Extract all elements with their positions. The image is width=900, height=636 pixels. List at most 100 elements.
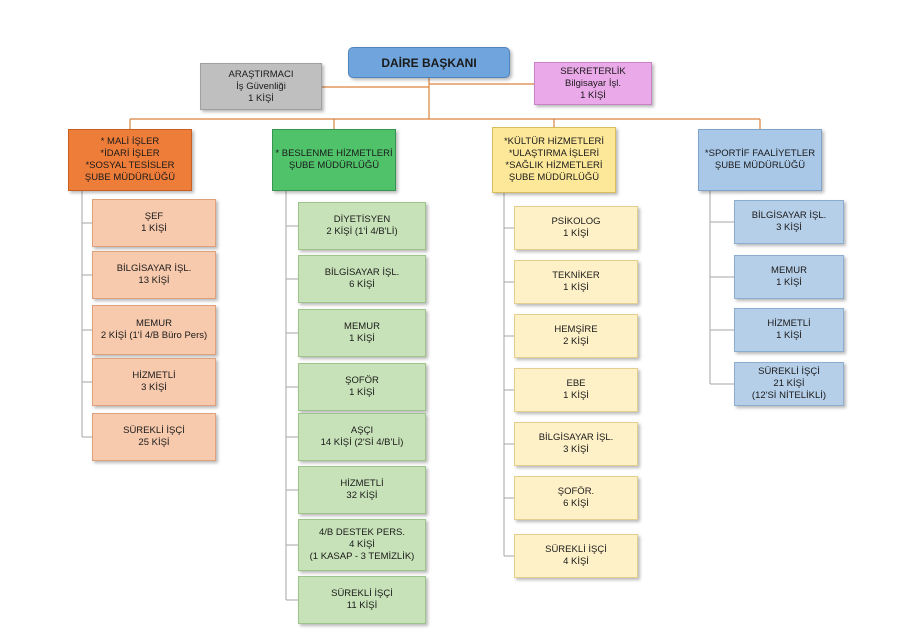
unit-count: 4 KİŞİ	[563, 556, 589, 567]
researcher-box: ARAŞTIRMACI İş Güvenliği 1 KİŞİ	[200, 63, 322, 110]
unit-count: 4 KİŞİ	[349, 539, 375, 550]
unit-box: 4/B DESTEK PERS. 4 KİŞİ (1 KASAP - 3 TEM…	[298, 519, 426, 571]
researcher-count: 1 KİŞİ	[248, 92, 274, 104]
researcher-role: İş Güvenliği	[236, 80, 286, 92]
unit-title: SÜREKLİ İŞÇİ	[123, 425, 185, 436]
unit-title: SÜREKLİ İŞÇİ	[758, 366, 820, 377]
unit-title: BİLGİSAYAR İŞL.	[751, 210, 827, 221]
unit-title: PSİKOLOG	[551, 216, 601, 227]
unit-title: MEMUR	[344, 321, 380, 332]
unit-note: (1 KASAP - 3 TEMİZLİK)	[309, 551, 415, 562]
unit-count: 2 KİŞİ (1'İ 4/B'Lİ)	[326, 226, 398, 237]
unit-title: SÜREKLİ İŞÇİ	[331, 588, 393, 599]
unit-count: 3 KİŞİ	[776, 222, 802, 233]
unit-title: AŞÇI	[350, 425, 374, 436]
dept-head-line: ŞUBE MÜDÜRLÜĞÜ	[508, 172, 600, 183]
unit-title: HİZMETLİ	[132, 370, 176, 381]
dept-head-line: * MALİ İŞLER	[100, 136, 160, 147]
unit-title: BİLGİSAYAR İŞL.	[538, 432, 614, 443]
dept-head-line: ŞUBE MÜDÜRLÜĞÜ	[84, 172, 176, 183]
unit-box: BİLGİSAYAR İŞL. 3 KİŞİ	[514, 422, 638, 466]
unit-title: HİZMETLİ	[340, 478, 384, 489]
unit-note: (12'Sİ NİTELİKLİ)	[751, 390, 827, 401]
dept-head-line: *İDARİ İŞLER	[100, 148, 160, 159]
unit-count: 1 KİŞİ	[349, 387, 375, 398]
unit-box: HİZMETLİ 32 KİŞİ	[298, 466, 426, 514]
unit-box: HİZMETLİ 1 KİŞİ	[734, 308, 844, 352]
unit-count: 21 KİŞİ	[773, 378, 805, 389]
secretary-role: Bilgisayar İşl.	[565, 77, 621, 89]
unit-title: BİLGİSAYAR İŞL.	[116, 263, 192, 274]
dept-head-line: * BESLENME HİZMETLERİ	[275, 148, 393, 159]
unit-count: 1 KİŞİ	[563, 282, 589, 293]
dept-nutrition-head: * BESLENME HİZMETLERİ ŞUBE MÜDÜRLÜĞÜ	[272, 129, 396, 191]
unit-box: SÜREKLİ İŞÇİ 11 KİŞİ	[298, 576, 426, 624]
unit-count: 13 KİŞİ	[138, 275, 170, 286]
unit-count: 32 KİŞİ	[346, 490, 378, 501]
dept-culture-transport-health-head: *KÜLTÜR HİZMETLERİ *ULAŞTIRMA İŞLERİ *SA…	[492, 127, 616, 193]
unit-count: 1 KİŞİ	[776, 277, 802, 288]
unit-title: HİZMETLİ	[767, 318, 811, 329]
researcher-title: ARAŞTIRMACI	[228, 68, 294, 80]
department-head-box: DAİRE BAŞKANI	[348, 47, 510, 78]
unit-box: ŞOFÖR. 6 KİŞİ	[514, 476, 638, 520]
unit-count: 25 KİŞİ	[138, 437, 170, 448]
unit-box: MEMUR 1 KİŞİ	[298, 309, 426, 357]
unit-title: MEMUR	[136, 318, 172, 329]
unit-count: 3 KİŞİ	[141, 382, 167, 393]
unit-count: 2 KİŞİ	[563, 336, 589, 347]
unit-title: ŞOFÖR.	[557, 486, 595, 497]
secretary-title: SEKRETERLİK	[560, 65, 626, 77]
unit-box: BİLGİSAYAR İŞL. 6 KİŞİ	[298, 255, 426, 303]
unit-box: MEMUR 1 KİŞİ	[734, 255, 844, 299]
unit-title: MEMUR	[771, 265, 807, 276]
dept-head-line: *KÜLTÜR HİZMETLERİ	[503, 136, 605, 147]
unit-title: ŞOFÖR	[345, 375, 379, 386]
unit-box: BİLGİSAYAR İŞL. 13 KİŞİ	[92, 251, 216, 299]
unit-title: SÜREKLİ İŞÇİ	[545, 544, 607, 555]
unit-title: EBE	[566, 378, 586, 389]
unit-box: SÜREKLİ İŞÇİ 4 KİŞİ	[514, 534, 638, 578]
dept-head-line: ŞUBE MÜDÜRLÜĞÜ	[714, 160, 806, 171]
dept-head-line: ŞUBE MÜDÜRLÜĞÜ	[288, 160, 380, 171]
unit-title: TEKNİKER	[552, 270, 600, 281]
department-head-title: DAİRE BAŞKANI	[381, 55, 477, 70]
unit-count: 6 KİŞİ	[349, 279, 375, 290]
unit-count: 11 KİŞİ	[346, 600, 378, 611]
unit-count: 1 KİŞİ	[141, 223, 167, 234]
dept-head-line: *SAĞLIK HİZMETLERİ	[505, 160, 603, 171]
unit-count: 1 KİŞİ	[776, 330, 802, 341]
dept-finance-admin-head: * MALİ İŞLER *İDARİ İŞLER *SOSYAL TESİSL…	[68, 129, 192, 191]
unit-box: SÜREKLİ İŞÇİ 25 KİŞİ	[92, 413, 216, 461]
unit-count: 1 KİŞİ	[349, 333, 375, 344]
dept-head-line: *SOSYAL TESİSLER	[85, 160, 175, 171]
unit-box: HEMŞİRE 2 KİŞİ	[514, 314, 638, 358]
unit-box: TEKNİKER 1 KİŞİ	[514, 260, 638, 304]
unit-box: AŞÇI 14 KİŞİ (2'Sİ 4/B'Lİ)	[298, 413, 426, 461]
unit-count: 6 KİŞİ	[563, 498, 589, 509]
unit-count: 1 KİŞİ	[563, 228, 589, 239]
unit-count: 2 KİŞİ (1'İ 4/B Büro Pers)	[100, 330, 208, 341]
unit-box: SÜREKLİ İŞÇİ 21 KİŞİ (12'Sİ NİTELİKLİ)	[734, 362, 844, 406]
unit-count: 1 KİŞİ	[563, 390, 589, 401]
unit-box: BİLGİSAYAR İŞL. 3 KİŞİ	[734, 200, 844, 244]
dept-head-line: *SPORTİF FAALİYETLER	[704, 148, 816, 159]
unit-box: HİZMETLİ 3 KİŞİ	[92, 358, 216, 406]
unit-title: BİLGİSAYAR İŞL.	[324, 267, 400, 278]
unit-title: 4/B DESTEK PERS.	[318, 527, 406, 538]
unit-box: ŞEF 1 KİŞİ	[92, 199, 216, 247]
unit-box: EBE 1 KİŞİ	[514, 368, 638, 412]
unit-title: DİYETİSYEN	[333, 214, 391, 225]
dept-sports-head: *SPORTİF FAALİYETLER ŞUBE MÜDÜRLÜĞÜ	[698, 129, 822, 191]
unit-box: PSİKOLOG 1 KİŞİ	[514, 206, 638, 250]
secretary-count: 1 KİŞİ	[580, 89, 606, 101]
unit-title: HEMŞİRE	[554, 324, 598, 335]
dept-head-line: *ULAŞTIRMA İŞLERİ	[508, 148, 600, 159]
unit-count: 3 KİŞİ	[563, 444, 589, 455]
unit-box: ŞOFÖR 1 KİŞİ	[298, 363, 426, 411]
unit-box: MEMUR 2 KİŞİ (1'İ 4/B Büro Pers)	[92, 305, 216, 355]
unit-count: 14 KİŞİ (2'Sİ 4/B'Lİ)	[320, 437, 404, 448]
secretary-box: SEKRETERLİK Bilgisayar İşl. 1 KİŞİ	[534, 62, 652, 105]
unit-title: ŞEF	[144, 211, 164, 222]
